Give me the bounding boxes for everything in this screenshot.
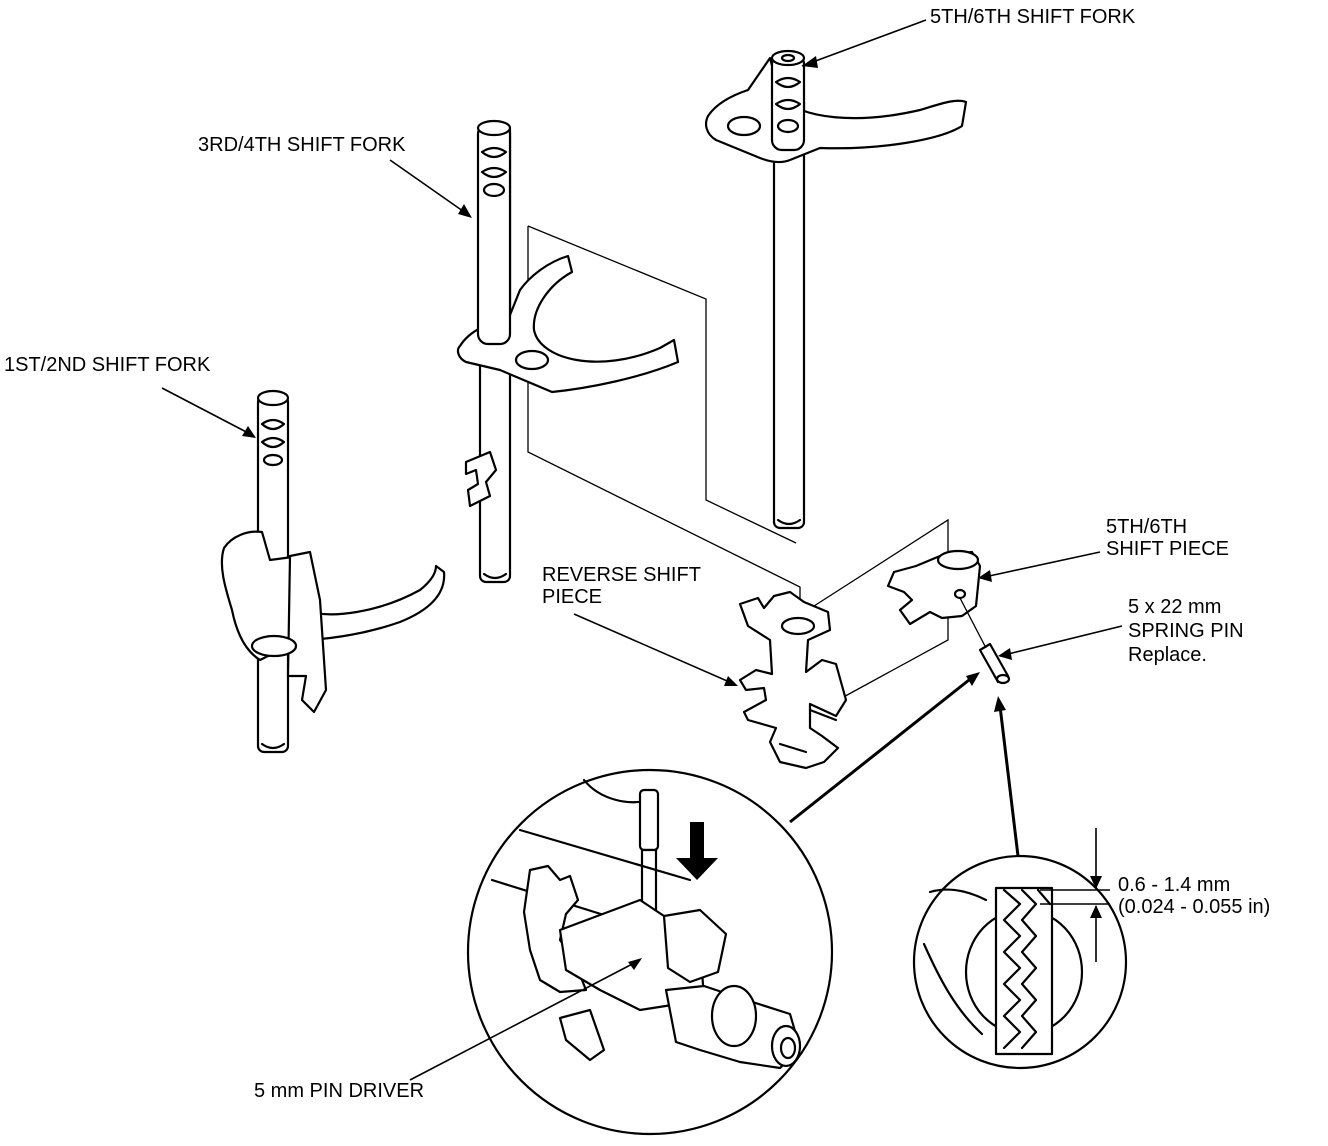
leader-lines [161,19,1123,1081]
label-gap-mm: 0.6 - 1.4 mm [1118,874,1231,896]
down-arrow-icon [676,822,718,880]
reverse-shift-piece [738,590,848,770]
shift-fork-1st-2nd [220,389,446,754]
label-3rd-4th-shift-fork: 3RD/4TH SHIFT FORK [198,134,406,156]
shift-fork-5th-6th [705,49,968,530]
shift-fork-3rd-4th [456,119,680,584]
spring-pin [959,597,1011,685]
label-spring-pin-line3: Replace. [1128,644,1207,666]
label-5th-6th-shift-piece-line2: SHIFT PIECE [1106,538,1229,560]
detail-spring-pin-gap [912,854,1128,1070]
label-gap-in: (0.024 - 0.055 in) [1118,896,1271,918]
label-spring-pin-line1: 5 x 22 mm [1128,596,1222,618]
detail-pin-driver [466,768,834,1136]
label-reverse-shift-piece-line1: REVERSE SHIFT [542,564,701,586]
projection-lines [527,225,949,701]
label-5th-6th-shift-piece-line1: 5TH/6TH [1106,516,1188,538]
label-pin-driver: 5 mm PIN DRIVER [254,1080,425,1102]
label-5th-6th-shift-fork: 5TH/6TH SHIFT FORK [930,6,1136,28]
label-reverse-shift-piece-line2: PIECE [542,586,603,608]
shift-piece-5th-6th [886,549,982,626]
label-spring-pin-line2: SPRING PIN [1128,620,1244,642]
label-1st-2nd-shift-fork: 1ST/2ND SHIFT FORK [4,354,211,376]
gap-dimension [1040,828,1110,962]
